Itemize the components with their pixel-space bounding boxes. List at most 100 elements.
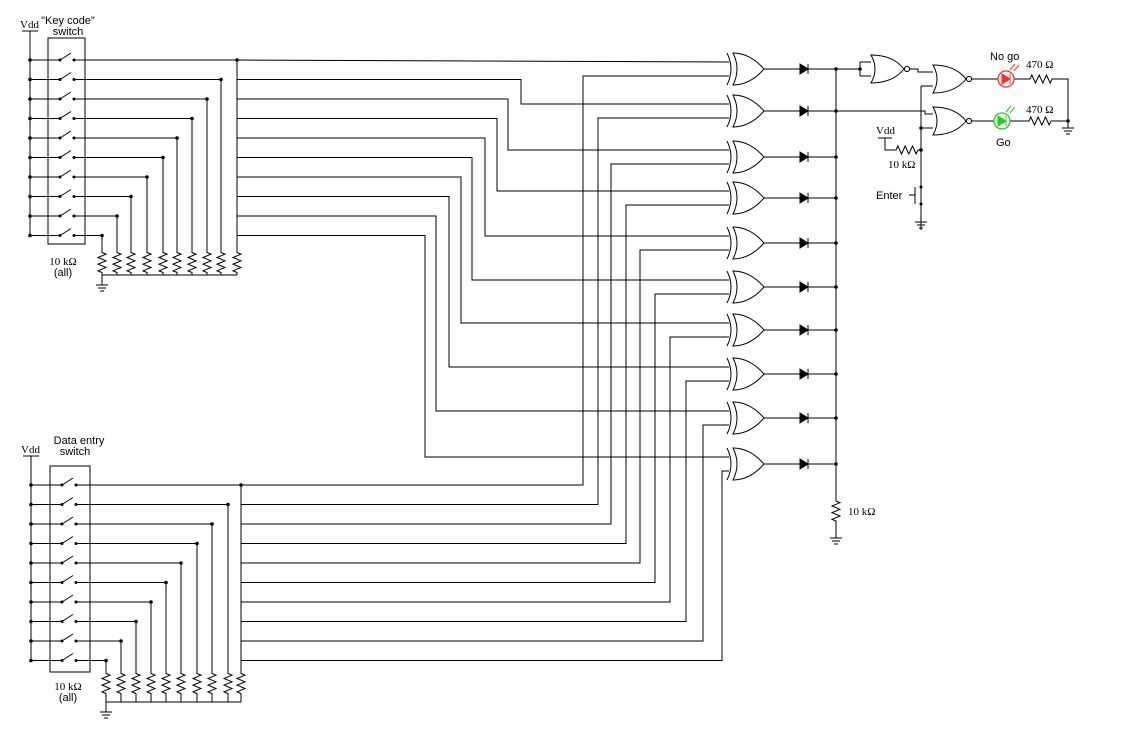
data-entry-switch-1 <box>60 477 78 487</box>
junction-dot <box>919 148 923 152</box>
go-resistor-value: 470 Ω <box>1026 104 1053 116</box>
junction-dot <box>104 658 108 663</box>
enter-button-label: Enter <box>876 190 903 202</box>
data-entry-switch-4 <box>60 536 78 545</box>
key-code-switch-subtitle: switch <box>53 26 84 38</box>
diode-triangle <box>799 151 809 163</box>
xor-gate-7 <box>726 313 765 347</box>
nor-gate-body <box>870 54 905 84</box>
key-code-bit-wire <box>237 118 729 192</box>
diode-triangle <box>799 458 809 470</box>
wires <box>29 31 1069 712</box>
key-code-switch-10 <box>58 228 76 237</box>
diode-3 <box>799 151 809 163</box>
key-code-switch-title: "Key code" <box>41 15 95 27</box>
data-entry-bit-wire <box>241 293 729 583</box>
switch-contact <box>72 97 76 101</box>
xor-gate-back <box>726 447 732 481</box>
go-led-label: Go <box>996 137 1011 149</box>
switch-contact <box>74 659 78 662</box>
data-entry-pulldown-resistor-1 <box>235 665 247 702</box>
key-code-bit-wire <box>237 98 729 151</box>
data-entry-switch-10 <box>60 653 78 662</box>
data-entry-pulldown-resistor-7 <box>145 665 157 702</box>
junction-dot <box>119 639 123 643</box>
junction-dot <box>834 462 838 466</box>
switch-blade <box>59 111 72 119</box>
switch-blade <box>59 208 72 217</box>
junction-dot <box>834 285 838 289</box>
vdd-label-enter: Vdd <box>876 125 895 137</box>
junction-dot <box>28 136 32 140</box>
diode-triangle <box>799 324 809 336</box>
switch-blade <box>61 633 74 642</box>
push-button-contact <box>919 202 923 206</box>
junction-dot <box>29 522 33 526</box>
data-entry-bit-wire <box>241 204 729 544</box>
key-code-switch-9 <box>58 208 76 218</box>
data-entry-pulldown-resistor-3 <box>206 665 218 702</box>
switch-contact <box>72 78 76 81</box>
xor-gate-body <box>732 52 765 86</box>
inversion-bubble <box>903 65 911 73</box>
xor-gate-8 <box>726 357 765 391</box>
pullup-resistors-top-value: 10 kΩ <box>49 256 76 268</box>
switch-blade <box>61 594 74 603</box>
switch-contact <box>72 136 76 140</box>
junction-dot <box>29 658 33 663</box>
switch-contact <box>72 175 76 179</box>
data-entry-switch-5 <box>60 555 78 565</box>
data-entry-switch-3 <box>60 516 78 526</box>
diode-9 <box>799 412 809 424</box>
switch-blade <box>61 653 74 661</box>
key-code-pulldown-resistor-4 <box>186 250 198 275</box>
led-emission-arrow <box>1009 106 1016 114</box>
key-code-pulldown-resistor-6 <box>157 250 169 275</box>
junction-dot <box>134 619 138 624</box>
data-entry-switch-7 <box>60 594 78 604</box>
junction-dot <box>919 126 923 130</box>
key-code-pulldown-resistor-5 <box>171 250 183 275</box>
data-entry-pulldown-resistor-5 <box>175 665 187 702</box>
led-triangle <box>997 115 1007 127</box>
switch-blade <box>59 228 72 236</box>
key-code-pulldown-resistor-8 <box>125 250 137 275</box>
junction-dot <box>834 416 838 420</box>
diode-triangle <box>799 105 809 117</box>
xor-gate-body <box>732 313 765 347</box>
junction-dot <box>205 97 209 101</box>
xor-gate-back <box>726 357 732 391</box>
junction-dot <box>115 214 119 218</box>
junction-dot <box>834 372 838 376</box>
key-code-pulldown-resistor-1 <box>231 250 243 275</box>
xor-gate-back <box>726 226 732 260</box>
pullup-resistors-bottom-value: 10 kΩ <box>54 681 81 693</box>
key-code-switch-2 <box>58 72 76 81</box>
key-code-bit-wire <box>237 196 729 368</box>
switch-blade <box>61 477 74 486</box>
enter-pullup-resistor <box>893 144 921 156</box>
junction-dot <box>834 241 838 245</box>
junction-dot <box>834 328 838 332</box>
data-entry-switch-6 <box>60 575 78 584</box>
junction-dot <box>28 116 32 121</box>
junction-dot <box>190 116 194 121</box>
junction-dot <box>29 541 33 546</box>
labels: Vdd "Key code" switch 10 kΩ (all) Vdd Da… <box>20 15 1053 704</box>
xor-gate-back <box>726 401 732 435</box>
diode-triangle <box>799 281 809 293</box>
switch-contact <box>74 483 78 487</box>
switch-blade <box>61 575 74 583</box>
junction-dot <box>28 155 32 160</box>
xor-gate-body <box>732 226 765 260</box>
xor-gate-3 <box>726 140 765 174</box>
data-entry-bit-wire <box>241 336 729 603</box>
xor-gate-back <box>726 140 732 174</box>
key-code-pulldown-resistor-10 <box>96 250 108 275</box>
xor-gate-back <box>726 313 732 347</box>
junction-dot <box>29 580 33 585</box>
switch-contact <box>72 117 76 120</box>
nor-gate-inverter <box>870 54 911 84</box>
diode-triangle <box>799 63 809 75</box>
